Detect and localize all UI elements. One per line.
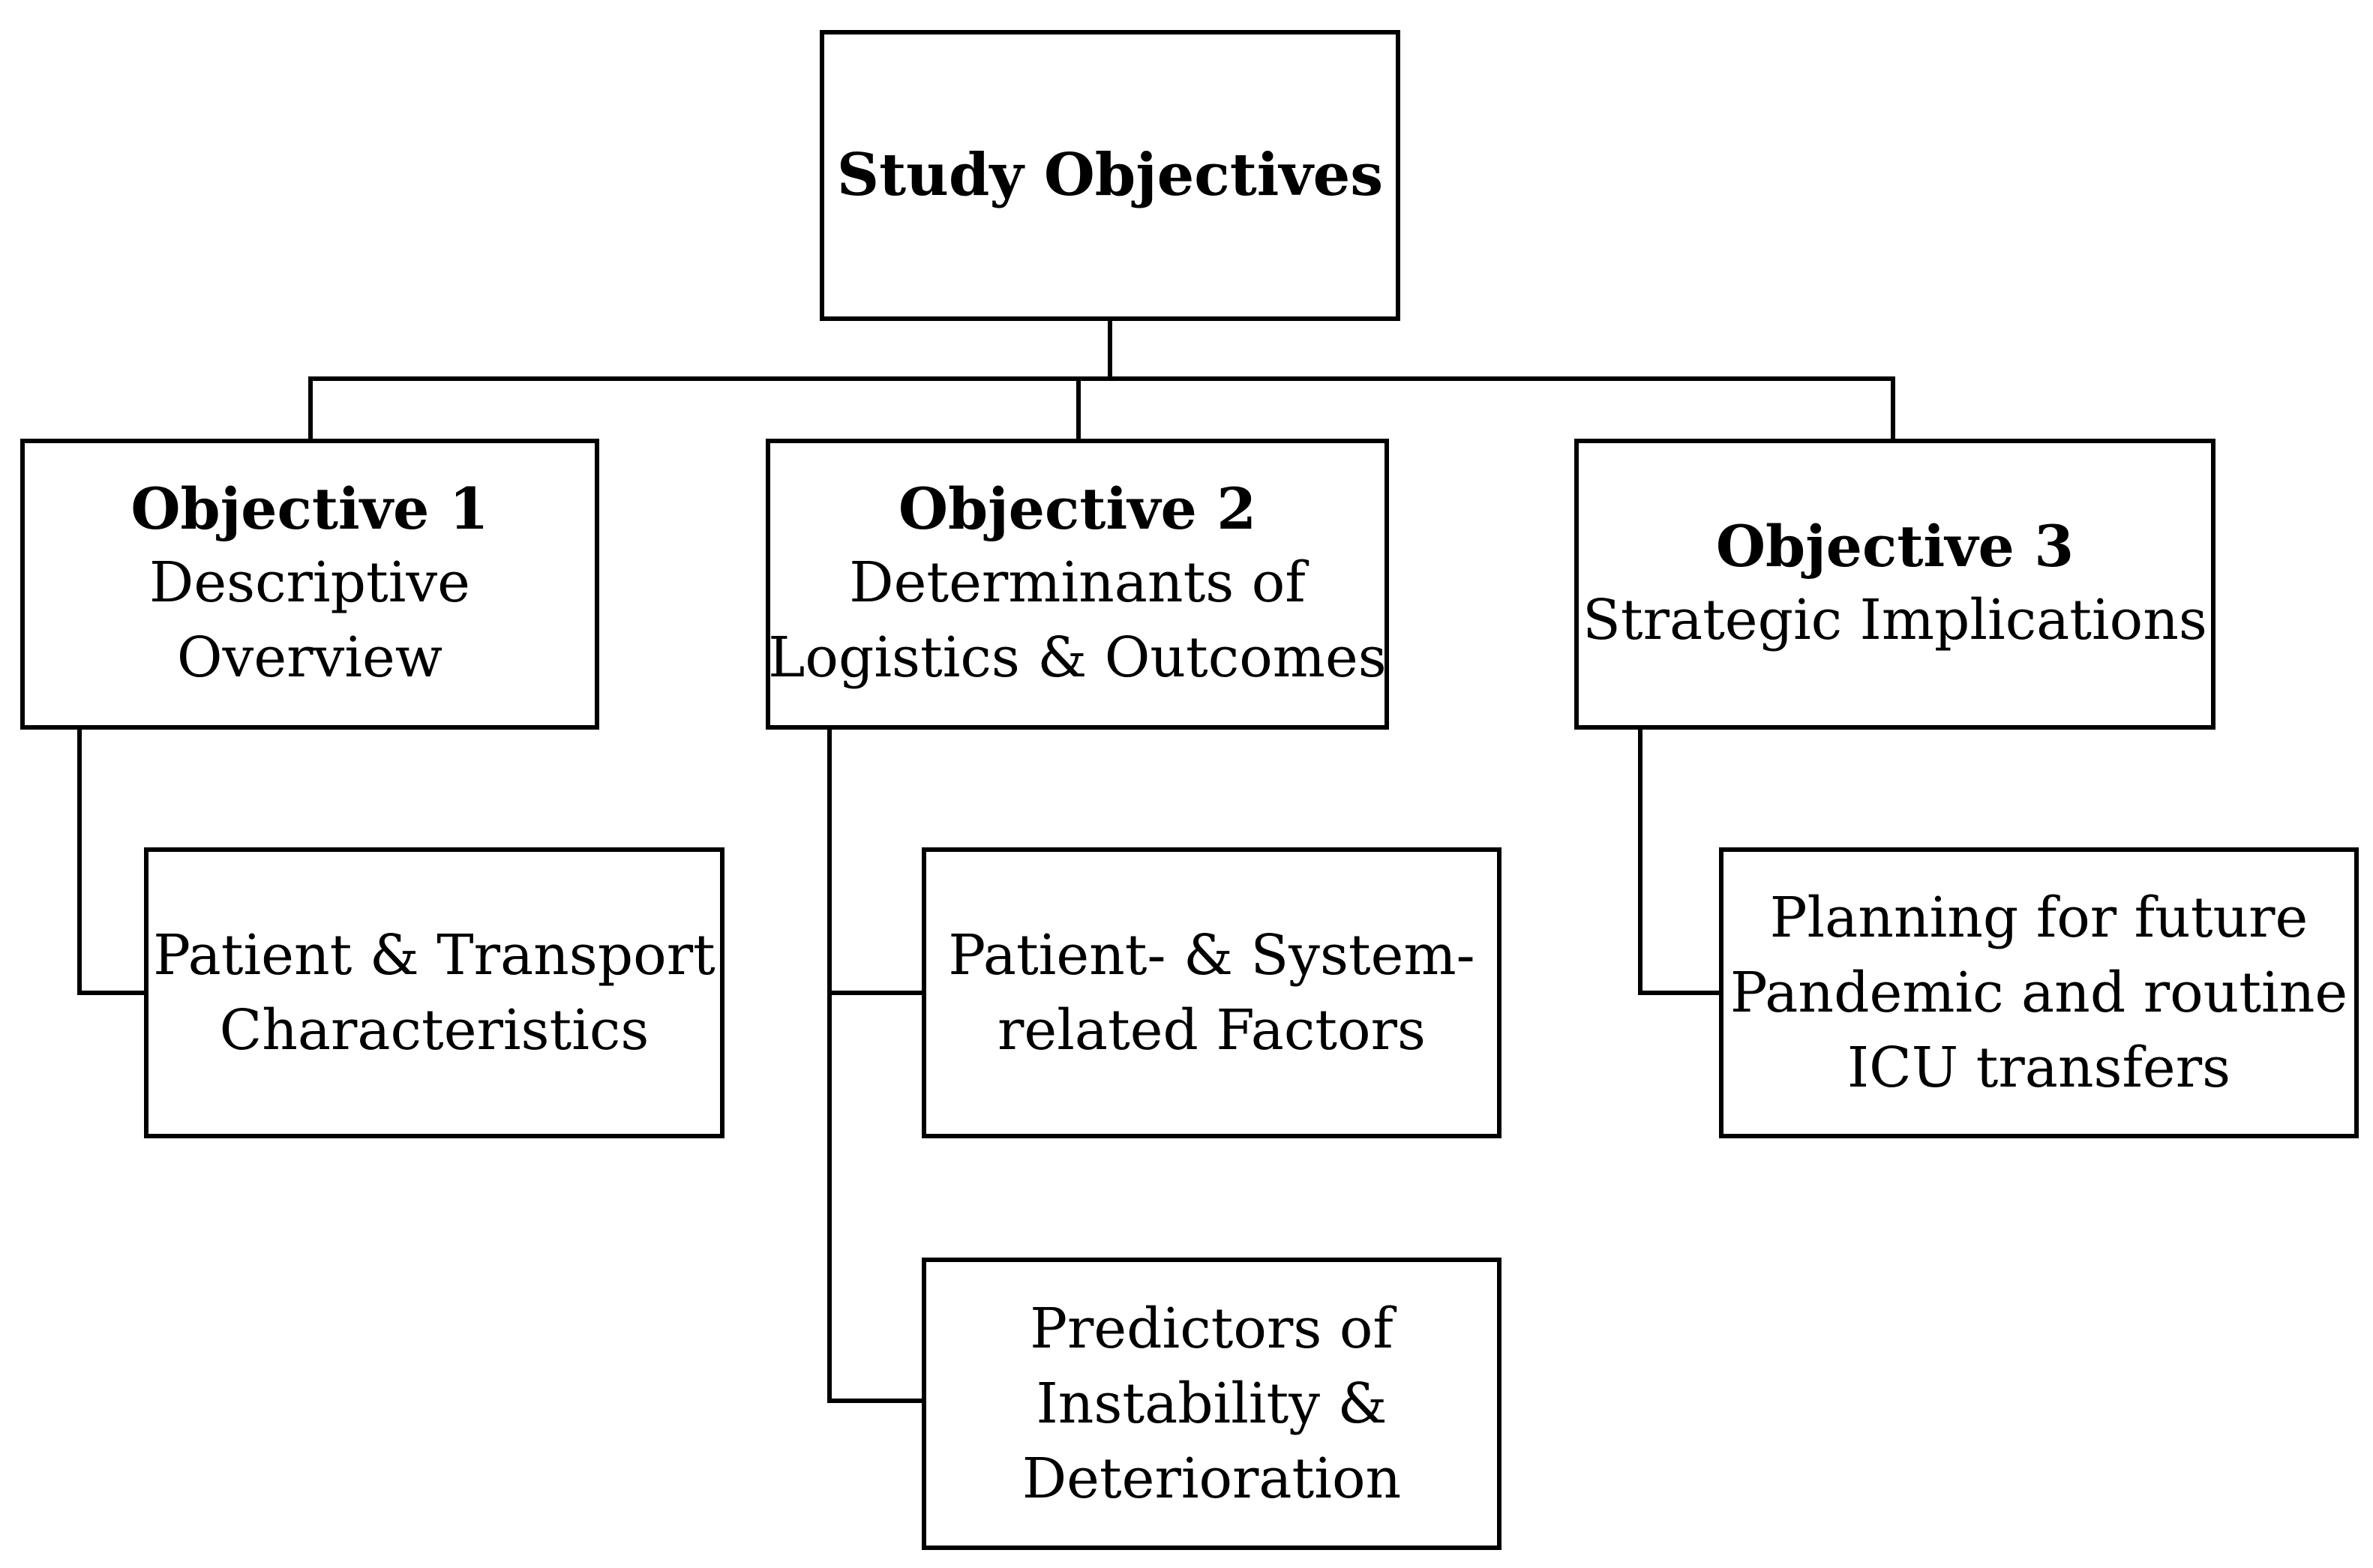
objective-1-child-1-text: Patient & Transport Characteristics: [153, 919, 716, 1069]
child-text-line: Characteristics: [219, 998, 650, 1063]
objective-1-node: Objective 1 Descriptive Overview: [20, 439, 599, 730]
objective-3-heading: Objective 3: [1715, 512, 2074, 580]
connector-objective-3-child-1: [1638, 724, 1724, 995]
objective-3-description-line: Strategic Implications: [1582, 587, 2207, 652]
objective-1-description: Descriptive Overview: [149, 546, 470, 696]
root-node-study-objectives: Study Objectives: [820, 30, 1400, 321]
child-text-line: Patient- & System-: [948, 923, 1475, 988]
child-text-line: Pandemic and routine: [1730, 961, 2348, 1026]
objective-2-description: Determinants of Logistics & Outcomes: [768, 546, 1386, 696]
child-text-line: Predictors of: [1030, 1297, 1394, 1362]
objective-2-child-2-text: Predictors of Instability & Deterioratio…: [1022, 1292, 1401, 1517]
objective-2-node: Objective 2 Determinants of Logistics & …: [766, 439, 1389, 730]
objective-1-description-line: Overview: [176, 625, 443, 690]
objective-2-heading: Objective 2: [898, 475, 1257, 542]
objective-1-description-line: Descriptive: [149, 550, 470, 615]
child-text-line: Patient & Transport: [153, 923, 716, 988]
objective-2-description-line: Logistics & Outcomes: [768, 625, 1387, 690]
child-text-line: Planning for future: [1769, 886, 2308, 951]
child-text-line: Deterioration: [1022, 1446, 1402, 1511]
connector-objective-1-child-1: [77, 724, 148, 995]
objective-3-node: Objective 3 Strategic Implications: [1574, 439, 2216, 730]
root-title: Study Objectives: [836, 141, 1384, 210]
objective-3-description: Strategic Implications: [1582, 583, 2207, 658]
objective-3-child-1-node: Planning for future Pandemic and routine…: [1719, 847, 2359, 1138]
objective-1-heading: Objective 1: [130, 475, 489, 542]
child-text-line: Instability &: [1036, 1372, 1388, 1437]
objective-1-child-1-node: Patient & Transport Characteristics: [144, 847, 724, 1138]
objective-2-child-1-node: Patient- & System- related Factors: [922, 847, 1502, 1138]
objective-2-description-line: Determinants of: [849, 550, 1306, 615]
objective-3-child-1-text: Planning for future Pandemic and routine…: [1730, 881, 2348, 1106]
objective-2-child-1-text: Patient- & System- related Factors: [948, 919, 1474, 1069]
objective-2-child-2-node: Predictors of Instability & Deterioratio…: [922, 1258, 1502, 1550]
child-text-line: ICU transfers: [1846, 1035, 2231, 1100]
child-text-line: related Factors: [998, 998, 1426, 1063]
